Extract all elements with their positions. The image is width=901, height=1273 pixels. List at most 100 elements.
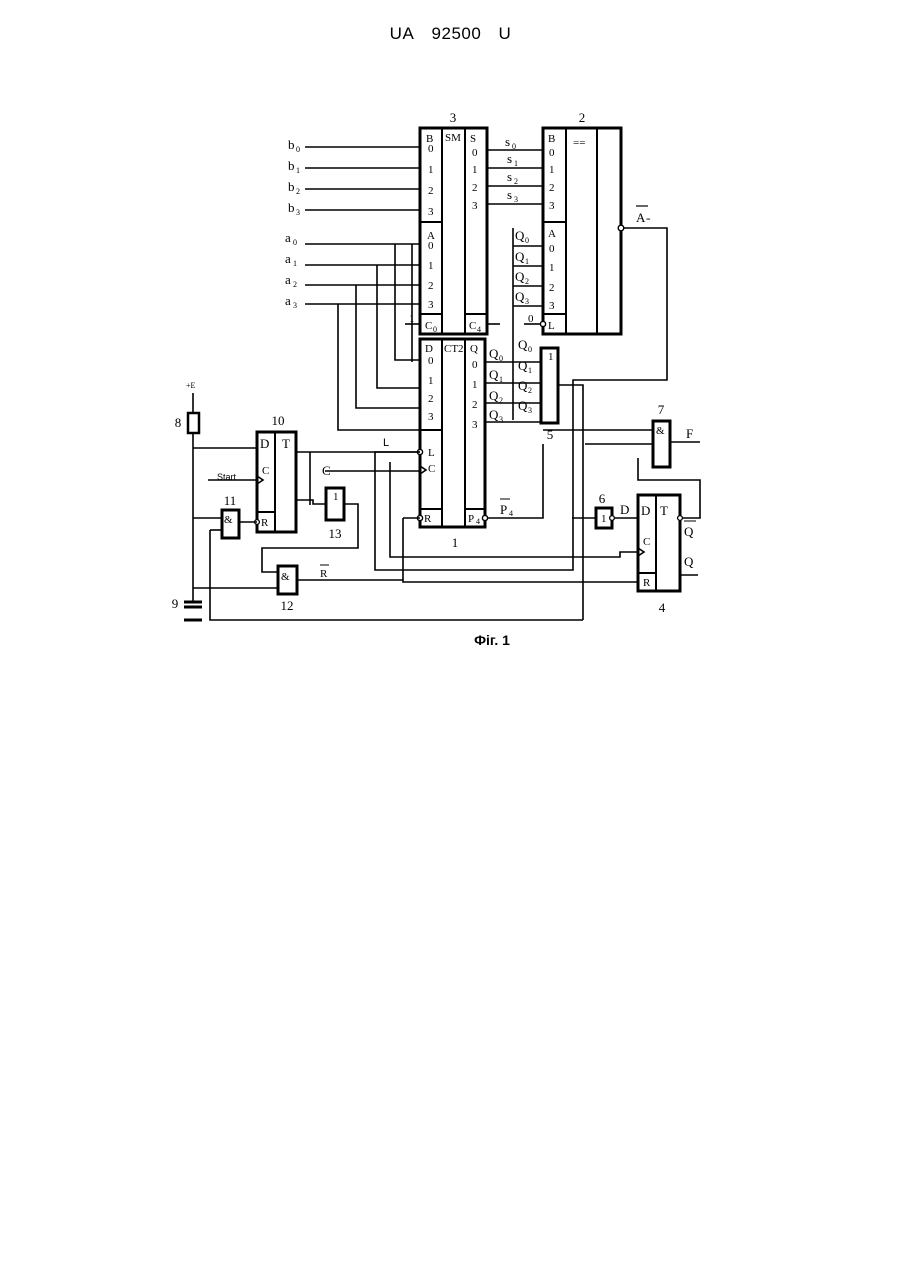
comparator-a-bit-2: 2 [549, 282, 555, 294]
input-b0-sub: 0 [296, 145, 300, 154]
counter-in-d-label: D [425, 343, 433, 355]
inverter-number: 6 [599, 491, 606, 506]
trigger-start-t-label: T [282, 436, 290, 451]
signal-s0-label: s [505, 134, 510, 149]
comparator-block-2: 2 == B A L 0 1 2 3 0 1 2 3 A = [540, 110, 651, 334]
trigger-out-number: 4 [659, 600, 666, 615]
comparator-a-bit-1: 1 [549, 262, 555, 274]
input-b2-sub: 2 [296, 187, 300, 196]
capacitor-9: 9 [172, 596, 202, 620]
signal-q-in-1-label: Q [515, 249, 525, 264]
adder-carry-out-label: C [469, 320, 476, 332]
signal-q-or-0-sub: 0 [528, 345, 532, 354]
input-a0-sub: 0 [293, 238, 297, 247]
counter-reset-label: R [424, 513, 432, 525]
counter-q-bit-0: 0 [472, 359, 478, 371]
comparator-b-bit-2: 2 [549, 182, 555, 194]
signal-s1-label: s [507, 151, 512, 166]
comparator-output-inversion [618, 225, 624, 231]
counter-clock-label: C [428, 463, 435, 475]
counter-d-bit-2: 2 [428, 393, 434, 405]
counter-q-bit-3: 3 [472, 419, 478, 431]
signal-q-out-0-label: Q [489, 346, 499, 361]
gate-13: 1 13 [326, 488, 344, 541]
trigger-10: D T C R 10 [255, 413, 296, 532]
signal-q-in-0-sub: 0 [525, 236, 529, 245]
signal-q-in-2-sub: 2 [525, 277, 529, 286]
counter-carry-inversion [482, 515, 487, 520]
signal-q-out-2-label: Q [489, 388, 499, 403]
and-r-number: 12 [281, 598, 294, 613]
input-a2-label: a [285, 272, 291, 287]
adder-b-bit-1: 1 [428, 164, 434, 176]
signal-q-in-3-label: Q [515, 289, 525, 304]
counter-d-bit-1: 1 [428, 375, 434, 387]
counter-carry-label: P [468, 513, 474, 525]
trigger-start-r-label: R [261, 517, 269, 529]
signal-q-in-2-label: Q [515, 269, 525, 284]
trigger-out-d-label: D [641, 503, 650, 518]
or-gate-5: 1 5 [541, 348, 558, 442]
inverter-output-inversion [610, 516, 615, 521]
signal-s2-sub: 2 [514, 177, 518, 186]
counter-out-q-label: Q [470, 343, 478, 355]
signal-q-or-3-label: Q [518, 398, 528, 413]
adder-b-bit-2: 2 [428, 185, 434, 197]
signal-q-bar-label: Q [684, 524, 694, 539]
signal-q-or-1-sub: 1 [528, 366, 532, 375]
adder-b-bit-3: 3 [428, 206, 434, 218]
q-comparator-signals: Q0 Q1 Q2 Q3 [515, 228, 529, 306]
signal-q-in-3-sub: 3 [525, 297, 529, 306]
signal-f-label: F [686, 426, 693, 441]
comparator-b-bit-0: 0 [549, 147, 555, 159]
signal-s3-sub: 3 [514, 195, 518, 204]
comparator-strobe-label: L [548, 320, 555, 332]
comparator-function: == [573, 137, 585, 149]
resistor-number: 8 [175, 415, 182, 430]
adder-s-bit-1: 1 [472, 164, 478, 176]
comparator-out-label: A [636, 210, 646, 225]
counter-load-label: L [428, 447, 435, 459]
adder-a-bit-1: 1 [428, 260, 434, 272]
signal-l-label: L [383, 437, 389, 449]
signal-q-in-0-label: Q [515, 228, 525, 243]
trigger-out-inverted-output [678, 516, 683, 521]
adder-out-s-label: S [470, 133, 476, 145]
and-gate-7: & 7 [653, 402, 670, 467]
trigger-start-number: 10 [272, 413, 285, 428]
comparator-a-bit-3: 3 [549, 300, 555, 312]
input-a2-sub: 2 [293, 280, 297, 289]
and-gate-12: & 12 [278, 566, 297, 613]
counter-q-bit-1: 1 [472, 379, 478, 391]
input-a1-sub: 1 [293, 259, 297, 268]
counter-carry-sub: 4 [476, 517, 480, 526]
trigger-out-c-label: C [643, 536, 650, 548]
signal-q-star-label: Q [684, 554, 694, 569]
trigger-out-r-label: R [643, 577, 651, 589]
signal-s1-sub: 1 [514, 159, 518, 168]
gate-c-function: 1 [333, 491, 339, 503]
adder-a-bit-3: 3 [428, 299, 434, 311]
input-a3-label: a [285, 293, 291, 308]
input-a0-label: a [285, 230, 291, 245]
comparator-b-bit-1: 1 [549, 164, 555, 176]
and-r-function: & [281, 571, 290, 583]
adder-b-bit-0: 0 [428, 143, 434, 155]
input-b2-label: b [288, 179, 295, 194]
capacitor-number: 9 [172, 596, 179, 611]
adder-carry-in-sub: 0 [433, 325, 437, 334]
adder-a-bit-0: 0 [428, 240, 434, 252]
s-signals: s0 s1 s2 s3 [505, 134, 518, 204]
comparator-out-sub: = [646, 215, 651, 224]
adder-function: SM [445, 132, 461, 144]
input-b3-sub: 3 [296, 208, 300, 217]
and-out-number: 7 [658, 402, 665, 417]
counter-d-bit-3: 3 [428, 411, 434, 423]
a-inputs: a0 a1 a2 a3 [285, 230, 297, 310]
signal-p4-label: P [500, 502, 507, 517]
input-b3-label: b [288, 200, 295, 215]
adder-s-bit-0: 0 [472, 147, 478, 159]
adder-block-3: 3 SM B S A C 0 C 4 0 1 2 3 0 1 2 3 0 1 2… [420, 110, 487, 334]
input-b1-sub: 1 [296, 166, 300, 175]
